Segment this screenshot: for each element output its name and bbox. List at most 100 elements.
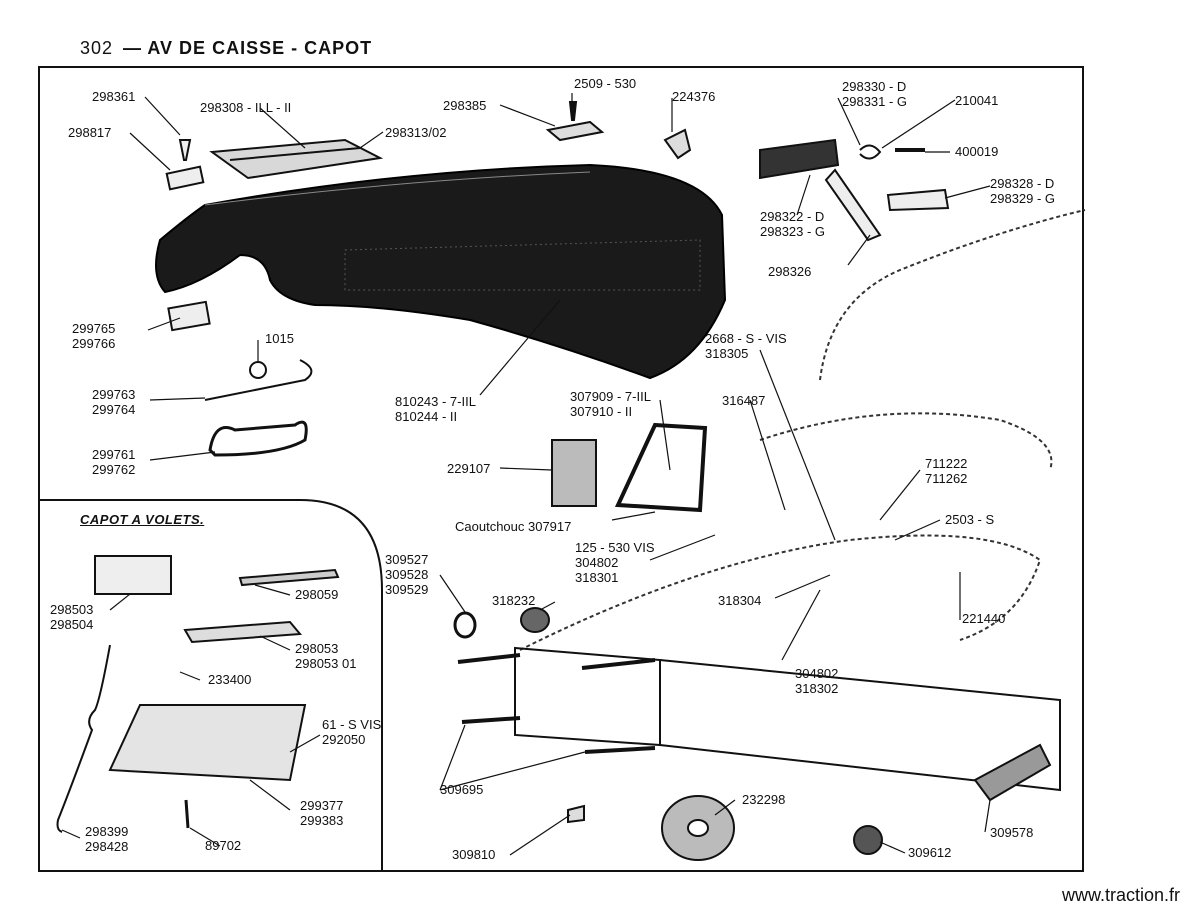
label-309612: 309612 [908,845,952,860]
label-299765: 299765 [72,321,116,336]
part-309527-shape [453,611,477,639]
label-2503: 2503 - S [945,512,995,527]
part-298399-shape [56,644,111,833]
label-318301: 318301 [575,570,619,585]
part-298385-shape [545,120,605,142]
label-309528: 309528 [385,567,429,582]
label-299764: 299764 [92,402,136,417]
label-810244: 810244 - II [395,409,458,424]
label-298053: 298053 [295,641,339,656]
label-298308: 298308 - ILL - II [200,100,292,115]
label-318302: 318302 [795,681,839,696]
label-298361: 298361 [92,89,136,104]
label-711222: 711222 [925,456,968,471]
part-2509-shape [568,101,578,121]
label-221440: 221440 [962,611,1006,626]
label-307910: 307910 - II [570,404,633,419]
label-299383: 299383 [300,813,344,828]
part-309612-shape [853,825,883,855]
label-298313: 298313/02 [385,125,447,140]
label-292050: 292050 [322,732,366,747]
body-outline-upper [819,209,1086,381]
body-outline-mid [759,412,1053,471]
label-229107: 229107 [447,461,491,476]
label-298322: 298322 - D [760,209,825,224]
label-299762: 299762 [92,462,136,477]
studs-309695 [457,653,656,754]
label-2668: 2668 - S - VIS [705,331,787,346]
part-298059-shape [238,568,340,587]
label-298399: 298399 [85,824,129,839]
part-1015-shape [249,361,267,379]
label-309527: 309527 [385,552,429,567]
label-318304: 318304 [718,593,762,608]
label-304802-a: 304802 [575,555,619,570]
label-298817: 298817 [68,125,112,140]
label-298329: 298329 - G [990,191,1056,206]
diagram-frame [38,66,1084,872]
part-224376-shape [663,128,692,160]
hood-panel-shape [155,163,727,380]
label-298503: 298503 [50,602,94,617]
part-299765-shape [167,300,211,332]
label-298326: 298326 [768,264,812,279]
label-1015: 1015 [265,331,294,346]
part-298053-shape [183,620,303,644]
label-298323: 298323 - G [760,224,826,239]
part-298328-shape [886,188,950,212]
part-298330-shape [859,144,882,160]
label-298053-01: 298053 01 [295,656,357,671]
label-298385: 298385 [443,98,487,113]
label-298330: 298330 - D [842,79,907,94]
hinge-bar-line [229,147,361,161]
label-400019: 400019 [955,144,999,159]
label-318305: 318305 [705,346,749,361]
label-224376: 224376 [672,89,716,104]
label-309695: 309695 [440,782,484,797]
page-number: 302 [80,38,114,58]
leader-lines [61,93,991,856]
label-316487: 316487 [722,393,766,408]
inset-divider [40,499,383,872]
part-309578-shape [973,743,1052,802]
label-233400: 233400 [208,672,252,687]
part-89702-shape [184,799,190,829]
label-299766: 299766 [72,336,116,351]
part-298361-shape [178,139,192,161]
footer-site-url: www.traction.fr [1061,885,1180,905]
part-298322-shape [759,138,840,180]
part-232298-hole [687,819,709,837]
label-304802-b: 304802 [795,666,839,681]
part-299761-shape [208,420,308,457]
inset-title: CAPOT A VOLETS. [80,512,205,527]
label-298428: 298428 [85,839,129,854]
part-298326-shape [824,168,882,242]
label-210041: 210041 [955,93,999,108]
label-2509: 2509 - 530 [574,76,637,91]
label-711262: 711262 [925,471,968,486]
part-229107-shape [551,439,597,507]
label-299377: 299377 [300,798,344,813]
label-61s: 61 - S VIS [322,717,382,732]
part-299377-shape [108,704,307,782]
label-309578: 309578 [990,825,1034,840]
label-298059: 298059 [295,587,339,602]
label-318232: 318232 [492,593,536,608]
title-separator: — [123,38,143,58]
part-298817-shape [165,165,205,191]
label-309810: 309810 [452,847,496,862]
label-307909: 307909 - 7-IIL [570,389,651,404]
hood-louvres [344,239,701,291]
part-307909-shape [614,422,708,513]
part-299763-shape [204,359,313,401]
page-title: 302— AV DE CAISSE - CAPOT [80,38,372,59]
label-299761: 299761 [92,447,136,462]
label-307917: Caoutchouc 307917 [455,519,572,534]
label-232298: 232298 [742,792,786,807]
part-318232-shape [520,607,550,633]
label-89702: 89702 [205,838,242,853]
label-125: 125 - 530 VIS [575,540,655,555]
chassis-rail-rear [659,659,1061,792]
label-298331: 298331 - G [842,94,908,109]
